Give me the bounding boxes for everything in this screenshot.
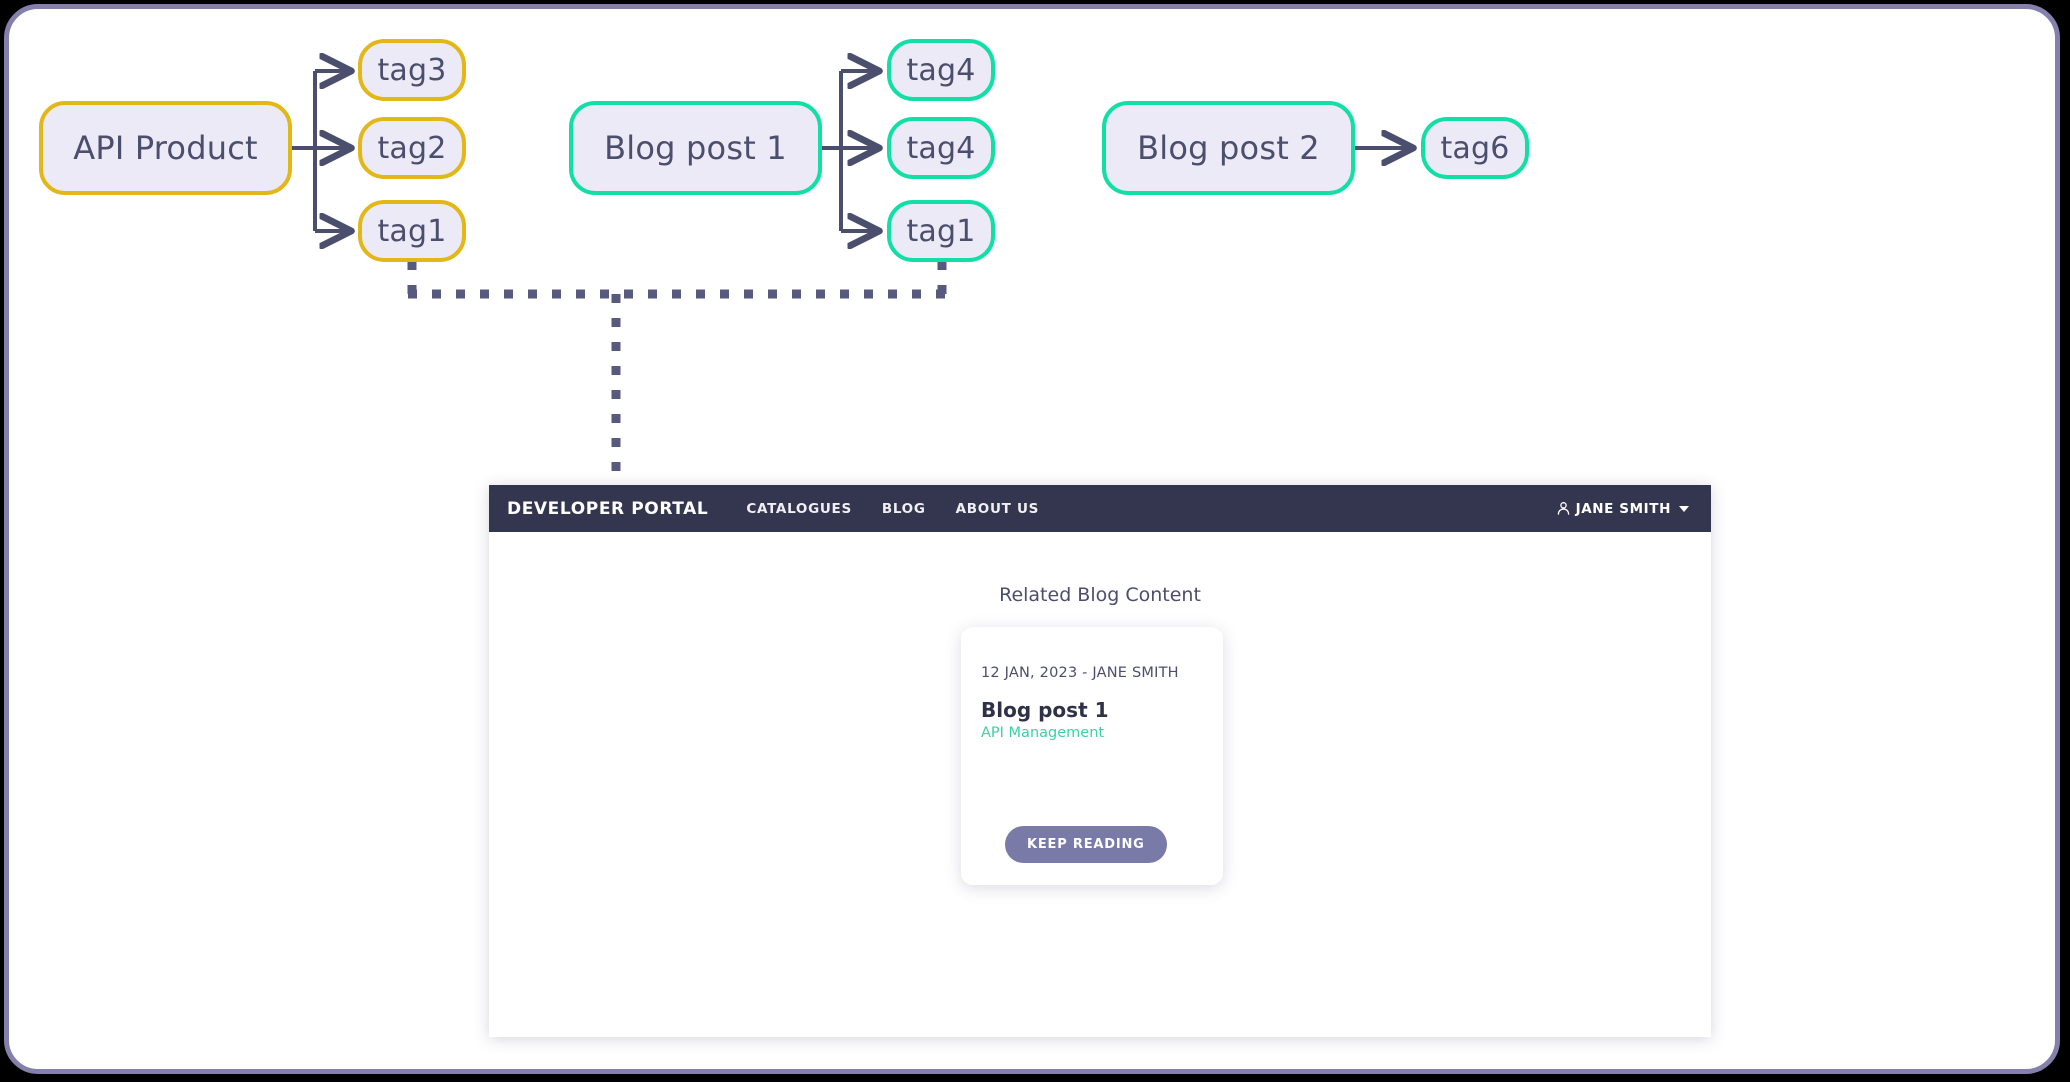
related-blog-content-title: Related Blog Content [999,584,1201,606]
node-blog-post-2[interactable]: Blog post 2 [1102,101,1355,195]
node-label: tag6 [1440,130,1510,166]
user-name: JANE SMITH [1575,500,1671,517]
blog-post-card[interactable]: 12 JAN, 2023 - JANE SMITH Blog post 1 AP… [961,627,1223,885]
portal-header: DEVELOPER PORTAL CATALOGUES BLOG ABOUT U… [489,485,1711,532]
node-label: API Product [73,129,258,167]
portal-brand: DEVELOPER PORTAL [507,498,709,519]
node-label: Blog post 2 [1137,129,1320,167]
node-label: tag1 [377,213,447,249]
node-tag2-gold[interactable]: tag2 [358,117,466,179]
node-tag4-teal-a[interactable]: tag4 [887,39,995,101]
node-label: tag3 [377,52,447,88]
chevron-down-icon [1679,505,1689,512]
node-tag6-teal[interactable]: tag6 [1421,117,1529,179]
user-menu[interactable]: JANE SMITH [1556,501,1689,517]
nav-item-about-us[interactable]: ABOUT US [955,500,1040,517]
node-label: Blog post 1 [604,129,787,167]
node-label: tag1 [906,213,976,249]
nav-item-blog[interactable]: BLOG [881,500,926,517]
card-tag-link[interactable]: API Management [981,725,1105,741]
node-label: tag4 [906,130,976,166]
node-tag1-teal[interactable]: tag1 [887,200,995,262]
nav-item-catalogues[interactable]: CATALOGUES [746,500,852,517]
portal-body: Related Blog Content 12 JAN, 2023 - JANE… [489,532,1711,1037]
node-blog-post-1[interactable]: Blog post 1 [569,101,822,195]
card-title: Blog post 1 [981,698,1109,722]
node-tag3-gold[interactable]: tag3 [358,39,466,101]
card-meta: 12 JAN, 2023 - JANE SMITH [981,665,1179,681]
node-tag1-gold[interactable]: tag1 [358,200,466,262]
outer-frame: API Product tag3 tag2 tag1 Blog post 1 t… [4,4,2060,1074]
diagram-stage: API Product tag3 tag2 tag1 Blog post 1 t… [9,9,2055,1069]
user-icon [1557,502,1569,515]
node-label: tag2 [377,130,447,166]
node-tag4-teal-b[interactable]: tag4 [887,117,995,179]
node-label: tag4 [906,52,976,88]
node-api-product[interactable]: API Product [39,101,292,195]
developer-portal-panel: DEVELOPER PORTAL CATALOGUES BLOG ABOUT U… [489,485,1711,1037]
keep-reading-button[interactable]: KEEP READING [1005,826,1167,863]
